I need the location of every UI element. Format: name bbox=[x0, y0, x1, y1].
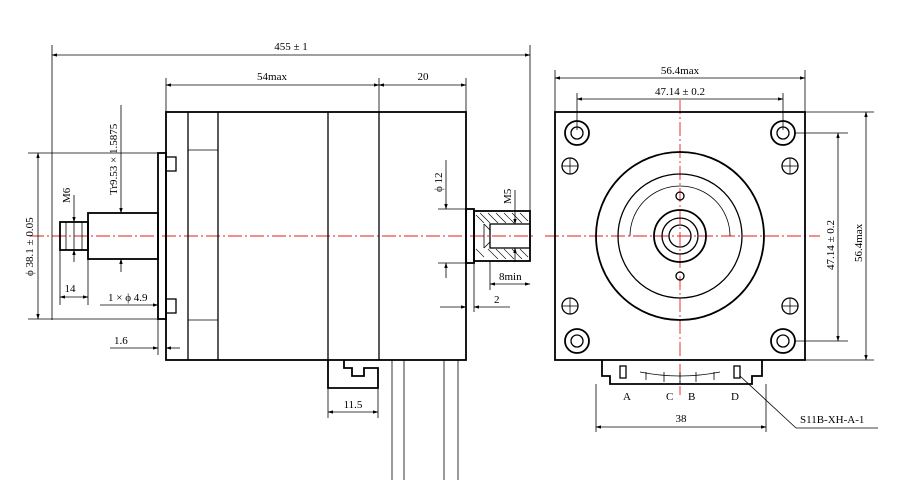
front-shaft-outer bbox=[653, 209, 707, 263]
front-boss-ring bbox=[617, 173, 743, 299]
side-view: 455 ± 1 54max 20 bbox=[24, 41, 535, 480]
front-shaft-inner bbox=[668, 224, 692, 248]
label-bolt-spacing-v: 47.14 ± 0.2 bbox=[825, 220, 837, 270]
label-total-length: 455 ± 1 bbox=[274, 41, 308, 53]
label-pin-d: D bbox=[731, 391, 739, 403]
front-view: 56.4max 47.14 ± 0.2 bbox=[545, 65, 878, 432]
dim-thread-spec: Tr9.53 × 1.5875 bbox=[108, 105, 123, 272]
label-rear-diameter: ϕ 12 bbox=[433, 172, 445, 192]
side-connector bbox=[327, 360, 459, 480]
label-bolt-spacing-h: 47.14 ± 0.2 bbox=[655, 86, 705, 98]
dim-rear-length: 20 bbox=[378, 71, 467, 112]
label-connector-model: S11B-XH-A-1 bbox=[800, 414, 864, 426]
label-rear-thread-depth: 8min bbox=[499, 271, 522, 283]
label-thread-spec: Tr9.53 × 1.5875 bbox=[108, 123, 120, 195]
label-rear-length: 20 bbox=[418, 71, 430, 83]
dim-body-length: 54max bbox=[165, 71, 380, 112]
label-hole: 1 × ϕ 4.9 bbox=[108, 292, 148, 304]
label-connector-width: 11.5 bbox=[344, 399, 363, 411]
dim-hole: 1 × ϕ 4.9 bbox=[100, 292, 159, 307]
dim-rear-diameter: ϕ 12 bbox=[433, 160, 466, 278]
label-flange-thickness: 1.6 bbox=[114, 335, 128, 347]
dim-rear-thread-depth: 8min bbox=[489, 261, 531, 290]
label-rear-thread: M5 bbox=[502, 188, 514, 204]
dim-outer-width: 56.4max bbox=[554, 65, 806, 112]
dim-bolt-spacing-v: 47.14 ± 0.2 bbox=[795, 132, 848, 342]
label-pilot-diameter: ϕ 38.1 ± 0.05 bbox=[24, 217, 36, 276]
front-small-hole-top bbox=[675, 191, 685, 201]
label-pin-c: C bbox=[666, 391, 673, 403]
dim-outer-height: 56.4max bbox=[805, 111, 874, 361]
label-front-shaft-length: 14 bbox=[65, 283, 77, 295]
dim-total-length: 455 ± 1 bbox=[51, 41, 531, 320]
dim-connector-width: 11.5 bbox=[327, 388, 379, 418]
label-pin-a: A bbox=[623, 391, 631, 403]
label-front-thread: M6 bbox=[61, 187, 73, 203]
front-boss-outer bbox=[595, 151, 765, 321]
front-boss-arc bbox=[629, 185, 731, 237]
dim-front-connector-width: 38 bbox=[595, 384, 767, 432]
label-rear-gap: 2 bbox=[494, 294, 500, 306]
label-body-length: 54max bbox=[257, 71, 287, 83]
dim-rear-gap: 2 bbox=[440, 261, 510, 312]
front-shaft-mid bbox=[661, 217, 699, 255]
label-front-connector-width: 38 bbox=[676, 413, 688, 425]
front-small-hole-bottom bbox=[675, 271, 685, 281]
dim-flange-thickness: 1.6 bbox=[110, 319, 180, 360]
dim-rear-thread: M5 bbox=[502, 188, 517, 262]
rear-shaft bbox=[465, 208, 531, 264]
front-connector bbox=[601, 360, 763, 385]
label-outer-height: 56.4max bbox=[853, 223, 865, 262]
label-outer-width: 56.4max bbox=[661, 65, 700, 77]
dim-front-thread: M6 bbox=[61, 187, 76, 262]
front-body bbox=[554, 111, 806, 361]
label-pin-b: B bbox=[688, 391, 695, 403]
dim-front-shaft-length: 14 bbox=[59, 250, 89, 305]
leader-connector-model: S11B-XH-A-1 bbox=[739, 375, 878, 429]
dim-pilot-diameter: ϕ 38.1 ± 0.05 bbox=[24, 152, 158, 320]
